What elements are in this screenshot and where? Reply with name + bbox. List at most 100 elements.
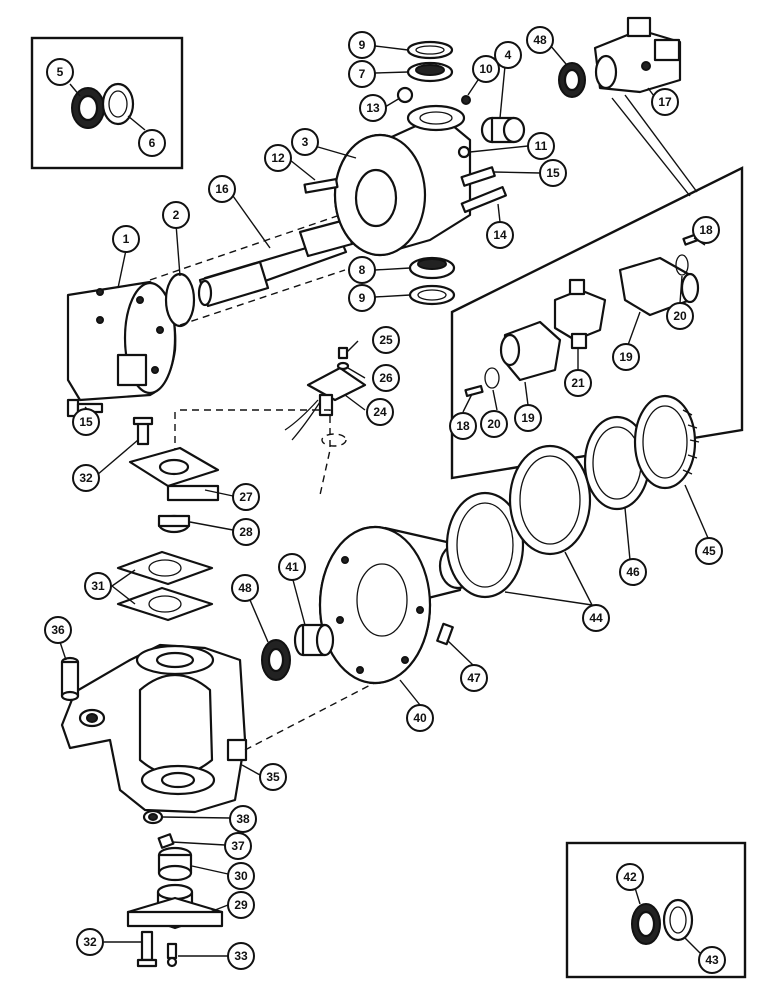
callout-41: 41: [278, 553, 306, 581]
callout-43: 43: [698, 946, 726, 974]
callout-31: 31: [84, 572, 112, 600]
callout-28: 28: [232, 518, 260, 546]
seal-part-5: [71, 87, 105, 129]
callout-9-lower: 9: [348, 284, 376, 312]
seal-part-48-upper: [558, 62, 586, 98]
svg-text:25: 25: [379, 333, 393, 347]
callout-26: 26: [372, 364, 400, 392]
svg-text:16: 16: [215, 182, 229, 196]
seal-part-48-lower: [261, 639, 291, 681]
inset-box-bottom-right: [565, 841, 747, 979]
callout-32-top: 32: [72, 464, 100, 492]
u-joint-assembly-part-17: [593, 16, 682, 94]
callout-35: 35: [259, 763, 287, 791]
inset-pointer-line-2: [624, 94, 698, 193]
callout-18-bottom: 18: [449, 412, 477, 440]
callout-40: 40: [406, 704, 434, 732]
callout-11: 11: [527, 132, 555, 160]
cross-part-21: [553, 278, 607, 350]
svg-text:11: 11: [535, 139, 548, 153]
svg-text:33: 33: [234, 949, 248, 963]
svg-text:14: 14: [493, 228, 507, 242]
callout-24: 24: [366, 398, 394, 426]
svg-text:27: 27: [239, 490, 253, 504]
svg-text:9: 9: [359, 291, 366, 305]
callout-13: 13: [359, 94, 387, 122]
callout-36: 36: [44, 616, 72, 644]
dash-line-shaft: [149, 214, 341, 281]
svg-text:44: 44: [589, 611, 603, 625]
callout-19-left: 19: [514, 404, 542, 432]
bushing-part-4: [480, 116, 526, 144]
seal-part-6: [101, 82, 135, 126]
svg-text:10: 10: [479, 62, 493, 76]
svg-text:19: 19: [619, 350, 633, 364]
svg-text:2: 2: [173, 208, 180, 222]
callout-5: 5: [46, 58, 74, 86]
fitting-part-37: [157, 833, 175, 849]
dash-line-sensor: [180, 409, 331, 496]
fitting-part-11: [457, 145, 471, 159]
snap-ring-part-20-left: [484, 367, 500, 389]
svg-text:19: 19: [521, 411, 535, 425]
svg-text:41: 41: [285, 560, 299, 574]
svg-text:15: 15: [79, 415, 93, 429]
svg-text:15: 15: [546, 166, 560, 180]
plug-part-38: [142, 809, 164, 825]
bolt-part-32-top: [132, 416, 154, 446]
fitting-part-10: [461, 95, 471, 105]
washer-part-26: [336, 361, 350, 371]
svg-text:31: 31: [91, 579, 105, 593]
svg-text:12: 12: [271, 151, 285, 165]
bearing-part-7: [406, 61, 454, 83]
svg-text:35: 35: [266, 770, 280, 784]
svg-text:1: 1: [123, 232, 130, 246]
bolt-part-12: [303, 178, 339, 194]
svg-text:38: 38: [236, 812, 250, 826]
svg-text:42: 42: [623, 870, 637, 884]
svg-text:30: 30: [234, 869, 248, 883]
seal-part-43: [662, 898, 694, 942]
callout-37: 37: [224, 832, 252, 860]
svg-text:43: 43: [705, 953, 719, 967]
callout-20-left: 20: [480, 410, 508, 438]
inset-box-top-left: [30, 36, 184, 170]
seal-part-44-outer: [508, 444, 592, 556]
callout-45: 45: [695, 537, 723, 565]
svg-text:47: 47: [467, 671, 481, 685]
svg-text:20: 20: [487, 417, 501, 431]
callout-7: 7: [348, 60, 376, 88]
callout-48-upper: 48: [526, 26, 554, 54]
callout-2: 2: [162, 201, 190, 229]
callout-16: 16: [208, 175, 236, 203]
svg-text:20: 20: [673, 309, 687, 323]
callout-9-upper: 9: [348, 31, 376, 59]
callout-17: 17: [651, 88, 679, 116]
callout-29: 29: [227, 891, 255, 919]
callout-3: 3: [291, 128, 319, 156]
pin-part-36: [60, 656, 80, 702]
axle-shaft-part-16: [197, 218, 354, 308]
svg-text:21: 21: [571, 376, 585, 390]
sensor-part-24: [284, 366, 367, 441]
callout-18-top: 18: [692, 216, 720, 244]
callout-25: 25: [372, 326, 400, 354]
svg-text:29: 29: [234, 898, 248, 912]
svg-text:37: 37: [231, 839, 245, 853]
shim-part-31-upper: [116, 550, 214, 586]
svg-text:18: 18: [699, 223, 713, 237]
seal-part-44-inner: [445, 491, 525, 599]
yoke-part-19-left: [499, 320, 562, 382]
callout-38: 38: [229, 805, 257, 833]
axle-housing-part-1: [66, 280, 177, 402]
shim-part-31-lower: [116, 586, 214, 622]
callout-20-right: 20: [666, 302, 694, 330]
steering-knuckle-part-35: [60, 643, 248, 814]
callout-10: 10: [472, 55, 500, 83]
callout-4: 4: [494, 41, 522, 69]
callout-15-lower: 15: [72, 408, 100, 436]
bearing-cup-part-28: [157, 514, 191, 534]
bolt-part-14: [460, 186, 507, 214]
snap-ring-part-20-right: [675, 254, 689, 276]
